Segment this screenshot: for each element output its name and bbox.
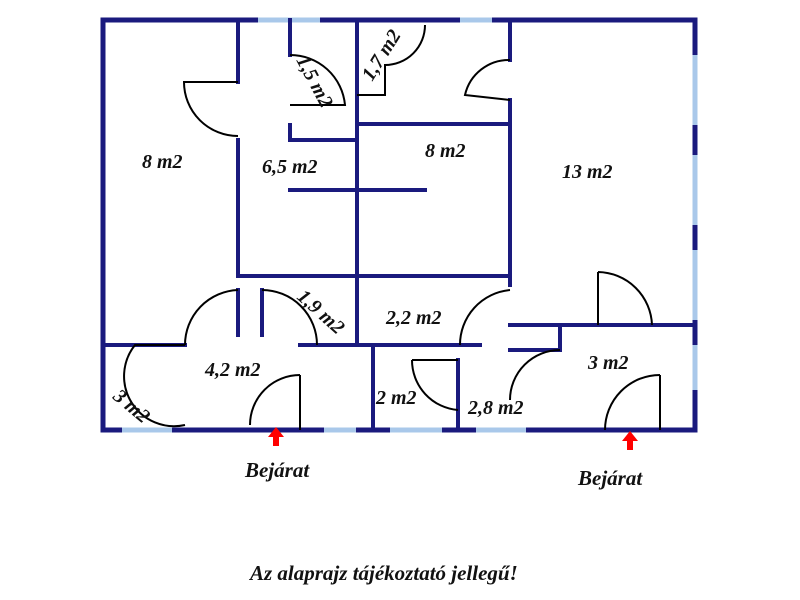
door-swing-hall-left	[184, 289, 239, 346]
room-label-1-5m2: 1,5 m2	[292, 52, 338, 111]
entrance-label-left: Bejárat	[244, 458, 310, 482]
door-swing-main-left	[249, 374, 301, 426]
room-label-8m2-right: 8 m2	[425, 140, 466, 162]
room-label-1-7m2: 1,7 m2	[358, 26, 406, 85]
door-swing-3m2-left	[123, 344, 186, 428]
entrance-arrow-icon	[622, 431, 638, 450]
room-label-4-2m2: 4,2 m2	[204, 359, 261, 381]
door-swing-hall-right	[261, 289, 318, 346]
door-swing-8m2	[182, 81, 239, 137]
door-swing-main-right	[604, 374, 661, 431]
room-label-2-8m2: 2,8 m2	[467, 397, 524, 419]
door-swing-3m2-top	[597, 271, 653, 326]
door-swing-1-7m2	[357, 24, 426, 96]
entrance-arrow-icon	[268, 427, 284, 446]
door-swing-2-8m2	[509, 349, 561, 401]
door-swing-2-2m2	[458, 289, 511, 346]
door-swing-1-5m2	[289, 53, 347, 106]
entrance-label-right: Bejárat	[577, 466, 643, 490]
room-label-2m2: 2 m2	[375, 387, 417, 409]
room-label-1-9m2: 1,9 m2	[293, 285, 349, 339]
room-label-13m2: 13 m2	[562, 161, 613, 183]
door-swing-13m2	[463, 58, 511, 101]
door-swing-2m2	[410, 359, 459, 411]
doors	[123, 24, 661, 431]
room-label-3m2-left: 3 m2	[108, 384, 154, 428]
room-label-3m2-right: 3 m2	[587, 352, 629, 374]
disclaimer-note: Az alaprajz tájékoztató jellegű!	[248, 561, 518, 585]
room-label-8m2-left: 8 m2	[142, 151, 183, 173]
room-label-2-2m2: 2,2 m2	[385, 307, 442, 329]
room-label-6-5m2: 6,5 m2	[262, 156, 318, 178]
